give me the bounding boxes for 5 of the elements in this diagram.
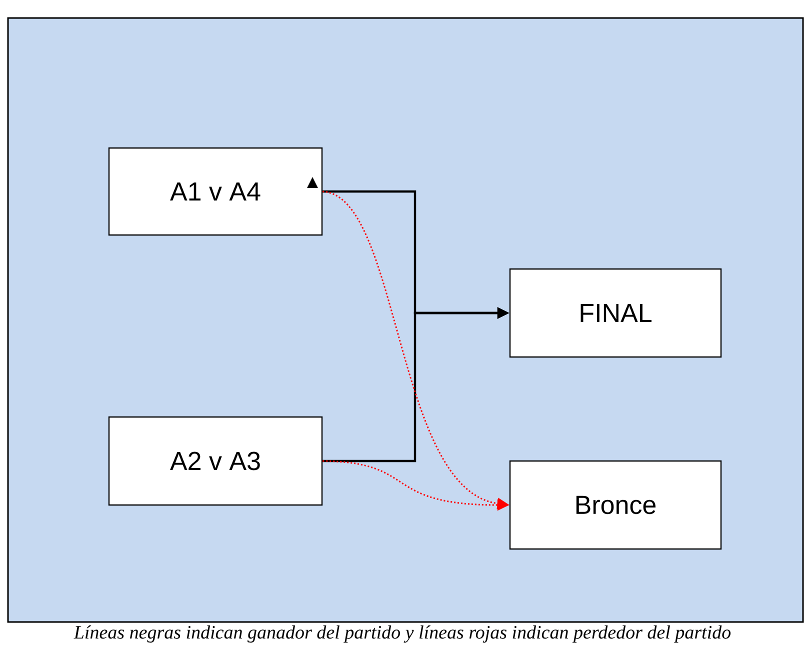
match-box: FINAL <box>509 268 722 358</box>
match-box: Bronce <box>509 460 722 550</box>
caption: Líneas negras indican ganador del partido y líneas rojas indican perdedor del partido <box>74 625 731 643</box>
match-box: A2 v A3 <box>108 416 323 506</box>
match-box: A1 v A4 <box>108 147 323 236</box>
